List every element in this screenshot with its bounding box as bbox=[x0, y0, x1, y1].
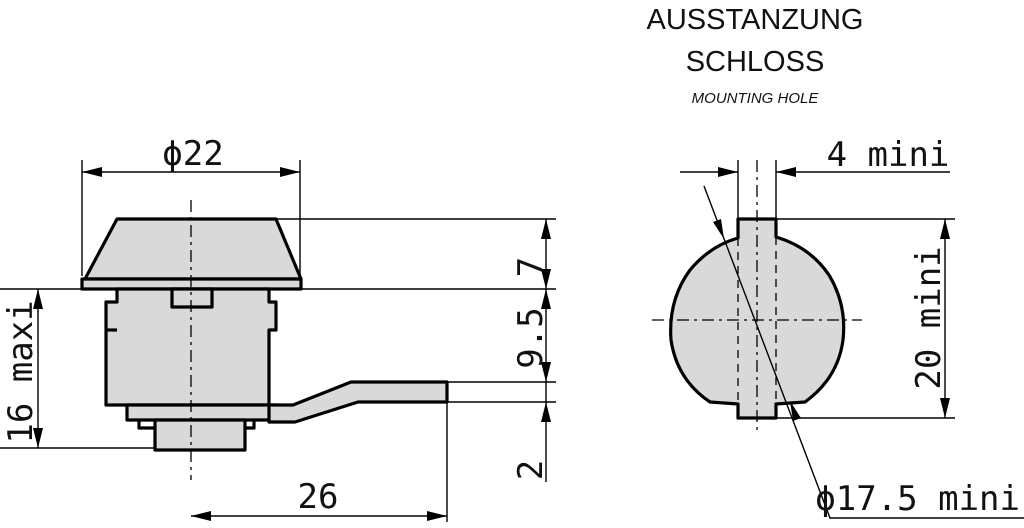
arrow-head bbox=[280, 167, 300, 177]
dim-label-4: 4 mini bbox=[827, 135, 950, 175]
arrow-head bbox=[541, 289, 551, 309]
arrow-head bbox=[33, 428, 43, 448]
dim-vertical-stack: 7 9.5 2 bbox=[276, 218, 556, 482]
dim-label-17-5: ϕ17.5 mini bbox=[815, 479, 1020, 519]
arrow-head bbox=[427, 511, 447, 521]
hole-title-line2: SCHLOSS bbox=[686, 46, 825, 78]
arrow-head bbox=[541, 269, 551, 289]
key-slot bbox=[170, 287, 214, 309]
arrow-head bbox=[776, 167, 796, 177]
dim-label-2: 2 bbox=[511, 460, 551, 480]
dim-label-7: 7 bbox=[511, 257, 551, 277]
arrow-head bbox=[82, 167, 102, 177]
arrow-head bbox=[191, 511, 211, 521]
lock-head bbox=[83, 217, 303, 281]
nut-step bbox=[137, 420, 155, 430]
leader-line bbox=[703, 185, 1024, 519]
dim-label-26: 26 bbox=[298, 477, 339, 517]
arrow-head bbox=[33, 289, 43, 309]
dim-depth-16: 16 maxi bbox=[0, 288, 155, 449]
mounting-hole-view bbox=[652, 160, 862, 430]
nut-step-right bbox=[245, 420, 256, 430]
arrow-head bbox=[940, 398, 950, 418]
lock-body bbox=[104, 287, 278, 407]
lock-side-view bbox=[80, 200, 449, 480]
lock-nut bbox=[153, 418, 247, 452]
dim-label-20: 20 mini bbox=[909, 246, 949, 389]
dim-label-22: ϕ22 bbox=[162, 134, 223, 174]
arrow-head bbox=[790, 401, 801, 421]
dim-hole-diameter: ϕ17.5 mini bbox=[703, 185, 1024, 519]
dim-width-20: 20 mini bbox=[776, 218, 955, 419]
arrow-head bbox=[541, 402, 551, 422]
dim-key-4: 4 mini bbox=[680, 135, 950, 219]
dim-label-16: 16 maxi bbox=[1, 300, 41, 443]
dim-label-9-5: 9.5 bbox=[511, 307, 551, 368]
arrow-head bbox=[541, 219, 551, 239]
arrow-head bbox=[940, 219, 950, 239]
dim-diameter-22: ϕ22 bbox=[81, 134, 301, 276]
hole-subtitle: MOUNTING HOLE bbox=[692, 90, 820, 107]
cam-lever bbox=[267, 380, 449, 424]
arrow-head bbox=[713, 219, 724, 239]
arrow-head bbox=[541, 362, 551, 382]
lock-washer bbox=[125, 403, 279, 422]
hole-title-line1: AUSSTANZUNG bbox=[647, 4, 864, 36]
arrow-head bbox=[718, 167, 738, 177]
dim-lever-26: 26 bbox=[191, 402, 448, 522]
